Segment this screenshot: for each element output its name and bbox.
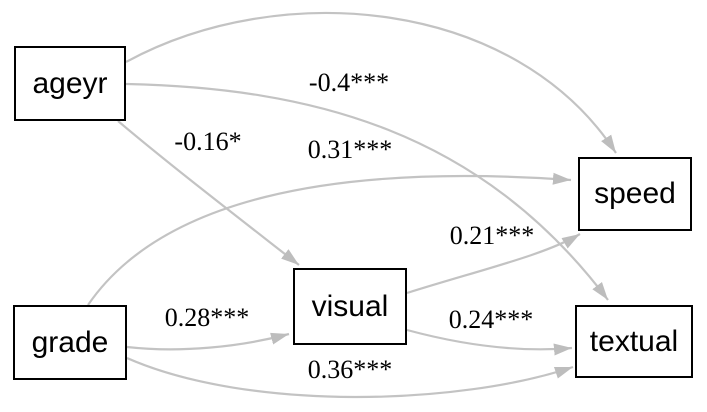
node-ageyr: ageyr [14, 46, 126, 121]
node-ageyr-label: ageyr [32, 66, 108, 100]
edge-grade-visual [126, 332, 290, 351]
edge-label-ageyr-visual: -0.16* [174, 127, 242, 156]
edge-grade-speed [87, 172, 572, 306]
edge-label-grade-visual: 0.28*** [164, 303, 250, 332]
node-textual-label: textual [589, 324, 679, 358]
edge-label-visual-textual: 0.24*** [448, 305, 534, 334]
node-grade-label: grade [31, 325, 109, 359]
node-visual: visual [293, 268, 407, 345]
edge-label-ageyr-textual: -0.4*** [308, 68, 390, 97]
node-textual: textual [575, 305, 693, 378]
node-grade: grade [13, 305, 127, 380]
edge-visual-textual [406, 328, 573, 356]
node-speed-label: speed [594, 177, 676, 210]
node-speed: speed [578, 157, 692, 231]
edge-ageyr-textual [125, 82, 609, 301]
edge-ageyr-visual [117, 120, 300, 266]
edge-visual-speed [406, 233, 581, 295]
edge-ageyr-speed [125, 12, 617, 154]
edge-grade-textual [126, 356, 574, 399]
edge-label-visual-speed: 0.21*** [449, 221, 535, 250]
node-visual-label: visual [311, 289, 389, 323]
edge-label-grade-speed: 0.31*** [307, 135, 393, 164]
edge-label-grade-textual: 0.36*** [307, 355, 393, 384]
